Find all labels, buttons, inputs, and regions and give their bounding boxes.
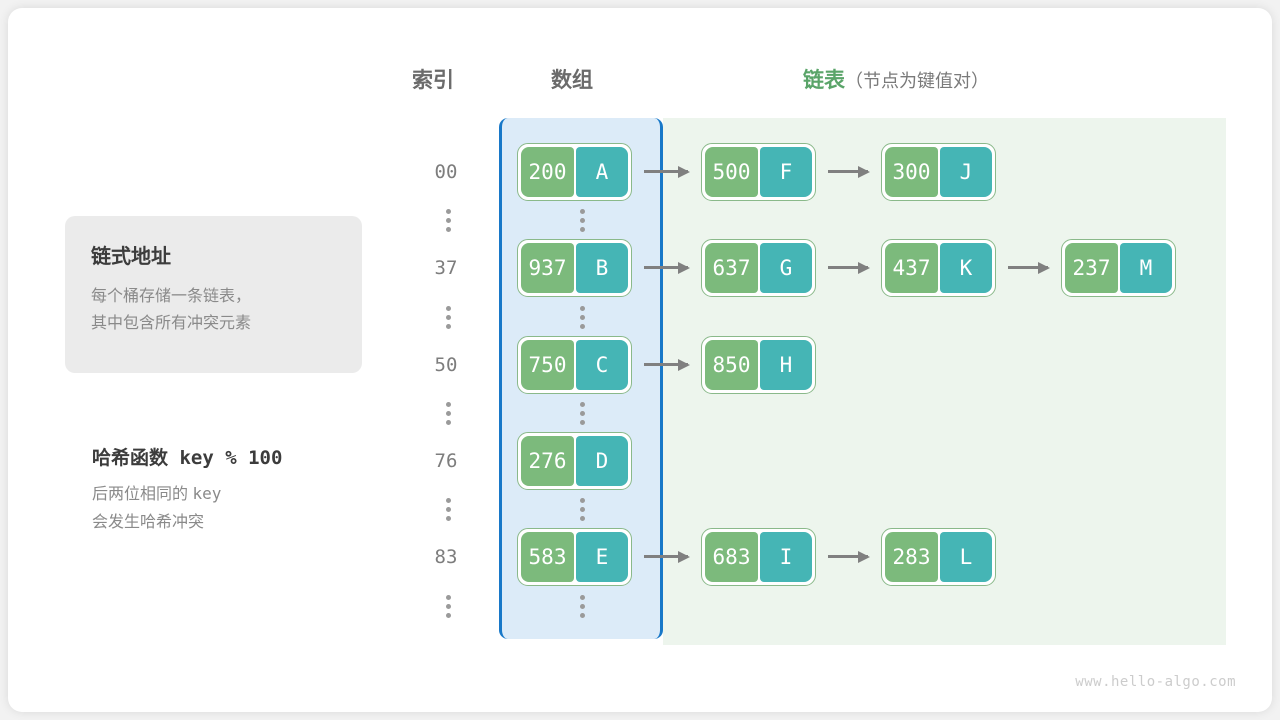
node-key: 237	[1065, 243, 1118, 293]
node-value: L	[940, 532, 992, 582]
ellipsis-index-3	[443, 498, 453, 521]
node-value: A	[576, 147, 628, 197]
node-value: J	[940, 147, 992, 197]
hash-function-title: 哈希函数 key % 100	[92, 447, 283, 469]
node-value: E	[576, 532, 628, 582]
row-index-00: 00	[434, 161, 458, 183]
heading-linked-list-main: 链表	[803, 69, 845, 92]
info-card-line-2: 其中包含所有冲突元素	[91, 315, 252, 332]
node-key: 683	[705, 532, 758, 582]
node-key: 300	[885, 147, 938, 197]
node-value: B	[576, 243, 628, 293]
arrow-83-0	[644, 550, 690, 563]
node-key: 750	[521, 340, 574, 390]
info-card-title: 链式地址	[91, 246, 171, 268]
node-key: 500	[705, 147, 758, 197]
ellipsis-index-2	[443, 402, 453, 425]
node-key: 200	[521, 147, 574, 197]
diagram-card: 索引 数组 链表（节点为键值对） 链式地址 每个桶存储一条链表， 其中包含所有冲…	[8, 8, 1272, 712]
arrow-37-0	[644, 261, 690, 274]
node-key: 937	[521, 243, 574, 293]
info-card-chaining: 链式地址 每个桶存储一条链表， 其中包含所有冲突元素	[65, 216, 362, 373]
hash-note-line-1: 后两位相同的 key	[92, 480, 392, 509]
arrow-83-1	[828, 550, 870, 563]
arrow-37-1	[828, 261, 870, 274]
node-value: F	[760, 147, 812, 197]
row-index-37: 37	[434, 257, 458, 279]
node-value: G	[760, 243, 812, 293]
heading-linked-list: 链表（节点为键值对）	[803, 64, 989, 94]
ellipsis-array-2	[577, 402, 587, 425]
node-value: I	[760, 532, 812, 582]
watermark: www.hello-algo.com	[1075, 674, 1236, 690]
arrow-00-1	[828, 165, 870, 178]
arrow-50-0	[644, 358, 690, 371]
node-value: M	[1120, 243, 1172, 293]
row-index-76: 76	[434, 450, 458, 472]
heading-index: 索引	[412, 69, 454, 92]
node-key: 437	[885, 243, 938, 293]
arrow-37-2	[1008, 261, 1050, 274]
node-value: D	[576, 436, 628, 486]
ellipsis-index-0	[443, 209, 453, 232]
node-key: 850	[705, 340, 758, 390]
row-index-83: 83	[434, 546, 458, 568]
ellipsis-array-0	[577, 209, 587, 232]
arrow-00-0	[644, 165, 690, 178]
hash-note-line-2: 会发生哈希冲突	[92, 514, 205, 531]
node-key: 283	[885, 532, 938, 582]
ellipsis-index-4	[443, 595, 453, 618]
heading-linked-list-sub: （节点为键值对）	[845, 71, 989, 91]
row-index-50: 50	[434, 354, 458, 376]
node-key: 637	[705, 243, 758, 293]
hash-function-note: 哈希函数 key % 100 后两位相同的 key 会发生哈希冲突	[92, 443, 392, 537]
info-card-line-1: 每个桶存储一条链表，	[91, 288, 252, 305]
node-key: 276	[521, 436, 574, 486]
hash-note-line-1-text: 后两位相同的	[92, 486, 193, 503]
ellipsis-index-1	[443, 306, 453, 329]
node-value: H	[760, 340, 812, 390]
ellipsis-array-3	[577, 498, 587, 521]
node-key: 583	[521, 532, 574, 582]
node-value: C	[576, 340, 628, 390]
ellipsis-array-4	[577, 595, 587, 618]
ellipsis-array-1	[577, 306, 587, 329]
heading-array: 数组	[551, 69, 593, 92]
node-value: K	[940, 243, 992, 293]
hash-note-key-token: key	[192, 484, 222, 503]
